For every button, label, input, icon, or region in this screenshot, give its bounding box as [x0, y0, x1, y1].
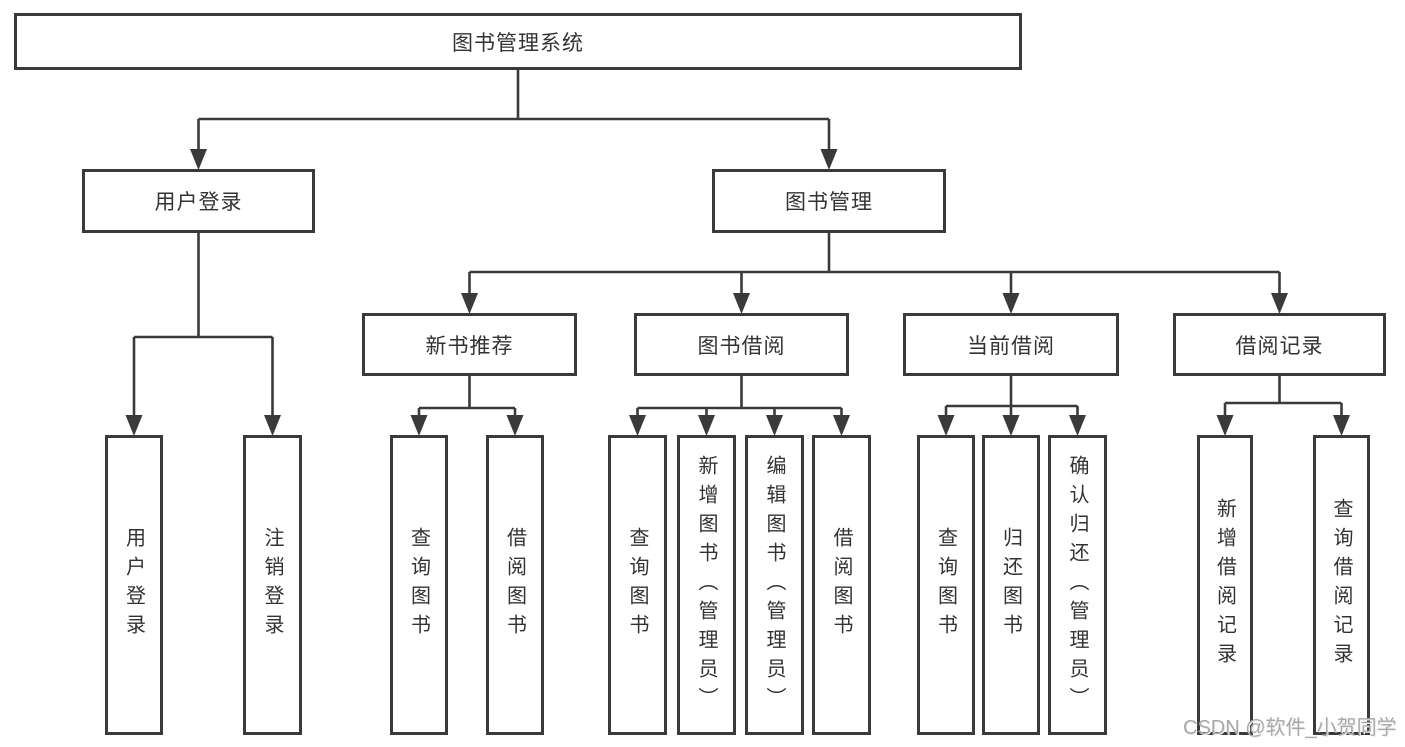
node-leaf-query-books-1: 查询图书 — [390, 435, 448, 735]
node-label-leaf-query-books-2: 查询图书 — [626, 527, 648, 643]
node-user-login: 用户登录 — [82, 169, 315, 233]
arrowhead-icon — [833, 415, 850, 436]
node-label-leaf-add-borrow-record: 新增借阅记录 — [1213, 498, 1236, 672]
arrowhead-icon — [937, 415, 955, 436]
arrowhead-icon — [125, 415, 143, 436]
node-label-leaf-query-books-1: 查询图书 — [407, 527, 430, 643]
arrowhead-icon — [629, 415, 646, 436]
watermark: CSDN @软件_小贺同学 — [1183, 717, 1397, 739]
node-book-management: 图书管理 — [712, 169, 946, 233]
node-label-user-login: 用户登录 — [154, 191, 243, 214]
arrowhead-icon — [1216, 415, 1234, 436]
node-leaf-query-books-3: 查询图书 — [917, 435, 975, 735]
node-label-leaf-edit-book: 编辑图书（管理员） — [763, 454, 785, 716]
arrowhead-icon — [733, 293, 750, 314]
arrowhead-icon — [506, 415, 524, 436]
node-label-leaf-user-login: 用户登录 — [122, 527, 145, 643]
node-leaf-edit-book: 编辑图书（管理员） — [745, 435, 804, 735]
arrowhead-icon — [820, 149, 838, 170]
node-borrowing-records: 借阅记录 — [1173, 313, 1386, 376]
node-leaf-borrow-books-1: 借阅图书 — [486, 435, 544, 735]
arrowhead-icon — [264, 415, 281, 436]
node-label-borrowing-records: 借阅记录 — [1235, 334, 1324, 358]
node-leaf-confirm-return: 确认归还（管理员） — [1048, 435, 1107, 735]
node-label-leaf-query-books-3: 查询图书 — [934, 527, 957, 643]
node-label-new-book-recommend: 新书推荐 — [425, 334, 514, 358]
node-leaf-query-books-2: 查询图书 — [608, 435, 667, 735]
node-label-leaf-query-borrow-record: 查询借阅记录 — [1330, 498, 1352, 672]
arrowhead-icon — [766, 415, 783, 436]
node-label-leaf-borrow-books-2: 借阅图书 — [830, 527, 852, 643]
arrowhead-icon — [410, 415, 428, 436]
node-label-leaf-confirm-return: 确认归还（管理员） — [1066, 454, 1088, 716]
node-label-root: 图书管理系统 — [452, 31, 584, 55]
arrowhead-icon — [1002, 293, 1020, 314]
arrowhead-icon — [461, 293, 478, 314]
node-label-current-borrowing: 当前借阅 — [967, 334, 1055, 358]
node-label-leaf-borrow-books-1: 借阅图书 — [503, 527, 526, 643]
arrowhead-icon — [190, 149, 207, 170]
node-new-book-recommend: 新书推荐 — [362, 313, 577, 376]
node-label-leaf-add-book: 新增图书（管理员） — [695, 454, 717, 716]
node-root: 图书管理系统 — [14, 13, 1022, 70]
arrowhead-icon — [1069, 415, 1086, 436]
arrowhead-icon — [1002, 415, 1020, 436]
node-label-book-management: 图书管理 — [785, 191, 873, 214]
node-leaf-add-borrow-record: 新增借阅记录 — [1197, 435, 1253, 735]
node-leaf-user-login: 用户登录 — [105, 435, 163, 735]
node-leaf-borrow-books-2: 借阅图书 — [812, 435, 871, 735]
node-label-leaf-return-book: 归还图书 — [999, 527, 1022, 643]
node-leaf-return-book: 归还图书 — [982, 435, 1040, 735]
node-book-borrowing: 图书借阅 — [634, 313, 849, 376]
arrowhead-icon — [1271, 293, 1288, 314]
arrowhead-icon — [1333, 415, 1350, 436]
node-label-leaf-logout: 注销登录 — [261, 527, 283, 643]
node-leaf-logout: 注销登录 — [243, 435, 302, 735]
node-label-book-borrowing: 图书借阅 — [697, 334, 786, 358]
arrowhead-icon — [698, 415, 715, 436]
node-leaf-add-book: 新增图书（管理员） — [677, 435, 736, 735]
node-leaf-query-borrow-record: 查询借阅记录 — [1313, 435, 1370, 735]
node-current-borrowing: 当前借阅 — [903, 313, 1119, 376]
